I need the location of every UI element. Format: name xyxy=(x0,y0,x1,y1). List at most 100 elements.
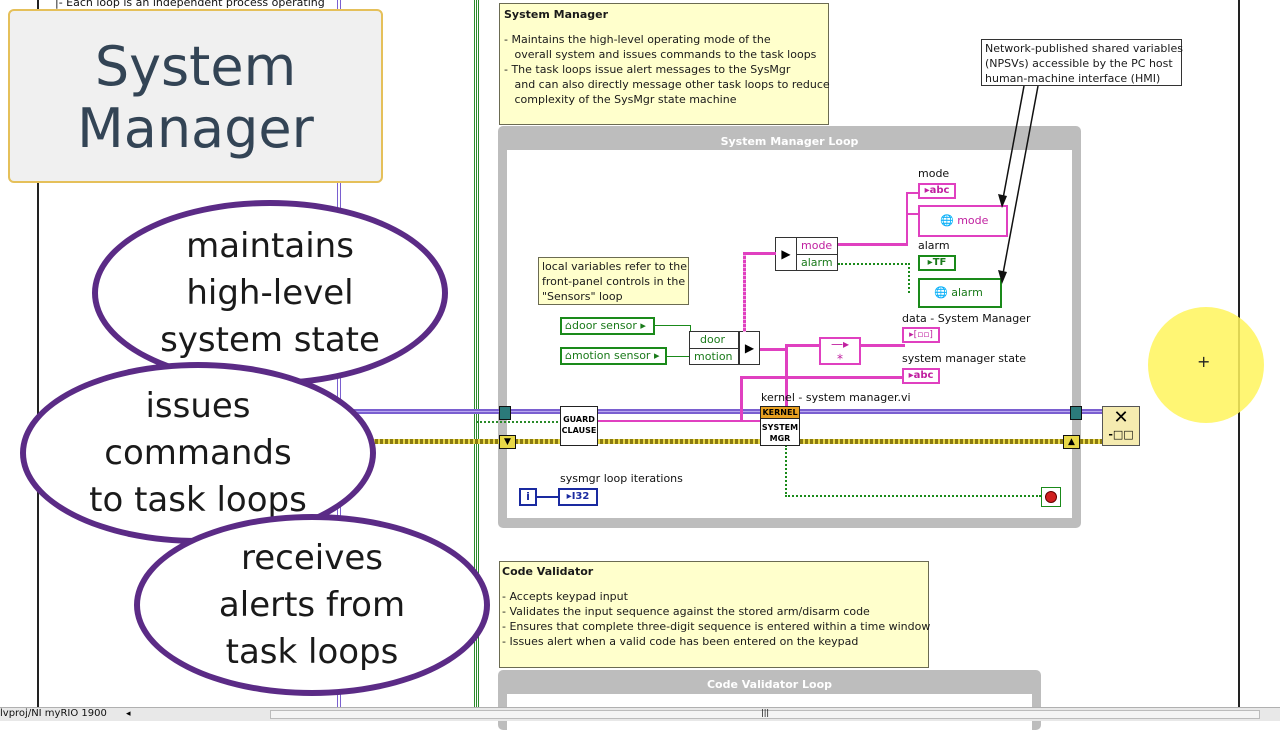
alarm-terminal[interactable]: ▸TF xyxy=(918,255,956,271)
alarm-label: alarm xyxy=(918,239,950,252)
note-line: and can also directly message other task… xyxy=(504,78,830,91)
bundle-node: ▶ xyxy=(739,331,760,365)
local-note-line: front-panel controls in the xyxy=(542,275,686,288)
bubble-receives-text: receives alerts from task loops xyxy=(218,537,406,672)
guard-clause-vi[interactable]: GUARD CLAUSE xyxy=(560,406,598,446)
mode-terminal[interactable]: ▸abc xyxy=(918,183,956,199)
title-card: System Manager xyxy=(8,9,383,183)
pink-wire-guard xyxy=(598,420,763,422)
kernel-system-manager-vi[interactable]: KERNEL SYSTEM MGR xyxy=(760,406,800,446)
motion-sensor-label: motion sensor xyxy=(571,349,651,362)
unbundle-by-name[interactable]: mode alarm xyxy=(796,237,838,271)
diagram-left-border xyxy=(37,0,39,707)
iteration-wire xyxy=(537,496,559,498)
bubble-issues-text: issues commands to task loops xyxy=(89,385,307,520)
green-dotted-wire xyxy=(477,421,562,423)
data-system-manager-terminal[interactable]: ▸[▫▫] xyxy=(902,327,940,343)
unbundle-alarm: alarm xyxy=(801,256,833,269)
local-variables-note[interactable]: local variables refer to the front-panel… xyxy=(538,257,689,305)
bubble-maintains-state: maintains high-level system state xyxy=(92,200,448,386)
npsv-alarm-label: alarm xyxy=(951,286,983,299)
pink-wire-state xyxy=(740,376,903,379)
cv-note-line: - Accepts keypad input xyxy=(502,590,628,603)
state-terminal-type: abc xyxy=(913,370,934,381)
iterations-label: sysmgr loop iterations xyxy=(560,472,683,485)
npsv-note-line: human-machine interface (HMI) xyxy=(985,72,1161,85)
note-line: overall system and issues commands to th… xyxy=(504,48,817,61)
scroll-left-icon[interactable]: ◂ xyxy=(126,709,131,719)
local-note-line: local variables refer to the xyxy=(542,260,688,273)
mode-label: mode xyxy=(918,167,950,180)
mode-terminal-type: abc xyxy=(929,185,950,196)
pink-wire-mode-a xyxy=(906,192,920,194)
green-wire-stop-h xyxy=(785,495,1041,497)
wire-motion xyxy=(667,356,690,357)
system-manager-state-terminal[interactable]: ▸abc xyxy=(902,368,940,384)
data-system-manager-label: data - System Manager xyxy=(902,312,1031,325)
left-tunnel-purple xyxy=(499,406,511,420)
code-validator-note-title: Code Validator xyxy=(502,565,594,578)
wire-door xyxy=(655,325,691,341)
pink-wire-vert xyxy=(743,252,746,332)
title-card-line1: System xyxy=(94,35,297,98)
pink-wire-state-down xyxy=(740,376,743,421)
pink-wire-mode-out xyxy=(838,243,908,246)
npsv-alarm[interactable]: 🌐 alarm xyxy=(918,278,1002,308)
system-manager-state-label: system manager state xyxy=(902,352,1027,365)
release-queue-node[interactable]: ✕-□□ xyxy=(1102,406,1140,446)
local-note-line: "Sensors" loop xyxy=(542,290,623,303)
system-manager-note[interactable]: System Manager - Maintains the high-leve… xyxy=(499,3,830,125)
cv-note-line: - Issues alert when a valid code has bee… xyxy=(502,635,859,648)
system-manager-note-title: System Manager xyxy=(504,8,609,21)
kernel-vi-text: SYSTEM MGR xyxy=(761,423,799,443)
unbundle-mode: mode xyxy=(801,239,833,252)
motion-sensor-local[interactable]: ⌂motion sensor ▸ xyxy=(560,347,667,365)
pink-wire-mode-b xyxy=(906,213,920,215)
npsv-arrows xyxy=(998,85,1039,284)
npsv-note-line: Network-published shared variables xyxy=(985,42,1183,55)
bundle-motion: motion xyxy=(694,350,733,363)
loop-stop-terminal[interactable] xyxy=(1041,487,1061,507)
crosshair-cursor-icon: + xyxy=(1197,352,1211,371)
unbundle-node: ▶ xyxy=(775,237,797,271)
left-shift-register: ▼ xyxy=(499,435,516,449)
status-project-path: lvproj/NI myRIO 1900 xyxy=(0,708,107,719)
guard-clause-text: GUARD CLAUSE xyxy=(561,415,597,435)
bubble-maintains-text: maintains high-level system state xyxy=(160,225,380,360)
code-validator-loop-title: Code Validator Loop xyxy=(706,678,833,691)
scrollbar-grip-icon: ||| xyxy=(761,708,770,717)
pink-wire-bundle-out xyxy=(760,348,786,351)
npsv-note[interactable]: Network-published shared variables (NPSV… xyxy=(981,39,1183,86)
kernel-banner: KERNEL xyxy=(761,407,799,419)
bundle-by-name[interactable]: door motion xyxy=(689,331,739,365)
code-validator-loop[interactable]: Code Validator Loop xyxy=(498,670,1041,730)
door-sensor-local[interactable]: ⌂door sensor ▸ xyxy=(560,317,655,335)
pink-wire-mode-up xyxy=(906,192,908,245)
note-line: - Maintains the high-level operating mod… xyxy=(504,33,771,46)
system-manager-loop-title: System Manager Loop xyxy=(720,135,859,148)
title-card-line2: Manager xyxy=(77,97,314,160)
npsv-note-line: (NPSVs) accessible by the PC host xyxy=(985,57,1173,70)
horizontal-scrollbar[interactable]: ||| xyxy=(270,708,1260,719)
cv-note-line: - Validates the input sequence against t… xyxy=(502,605,870,618)
green-wire-stop xyxy=(785,445,787,497)
code-validator-note[interactable]: Code Validator - Accepts keypad input - … xyxy=(499,561,930,668)
npsv-mode[interactable]: 🌐 mode xyxy=(918,205,1008,237)
right-shift-register: ▲ xyxy=(1063,435,1080,449)
pink-wire-to-unbundle xyxy=(743,252,776,255)
iteration-terminal[interactable]: i xyxy=(519,488,537,506)
bubble-receives-alerts: receives alerts from task loops xyxy=(134,514,490,696)
npsv-mode-label: mode xyxy=(957,214,989,227)
door-sensor-label: door sensor xyxy=(571,319,637,332)
iterations-type: I32 xyxy=(571,491,590,502)
build-array-node[interactable]: —▸⁎ xyxy=(819,337,861,365)
yellow-error-wire xyxy=(340,439,1108,444)
alarm-terminal-type: TF xyxy=(932,257,947,268)
vertical-green-wire xyxy=(474,0,480,707)
note-line: complexity of the SysMgr state machine xyxy=(504,93,737,106)
iterations-indicator[interactable]: ▸I32 xyxy=(558,488,598,506)
stop-icon xyxy=(1045,491,1057,503)
green-wire-alarm-down xyxy=(908,263,910,293)
right-tunnel-purple xyxy=(1070,406,1082,420)
cursor-highlight xyxy=(1148,307,1264,423)
